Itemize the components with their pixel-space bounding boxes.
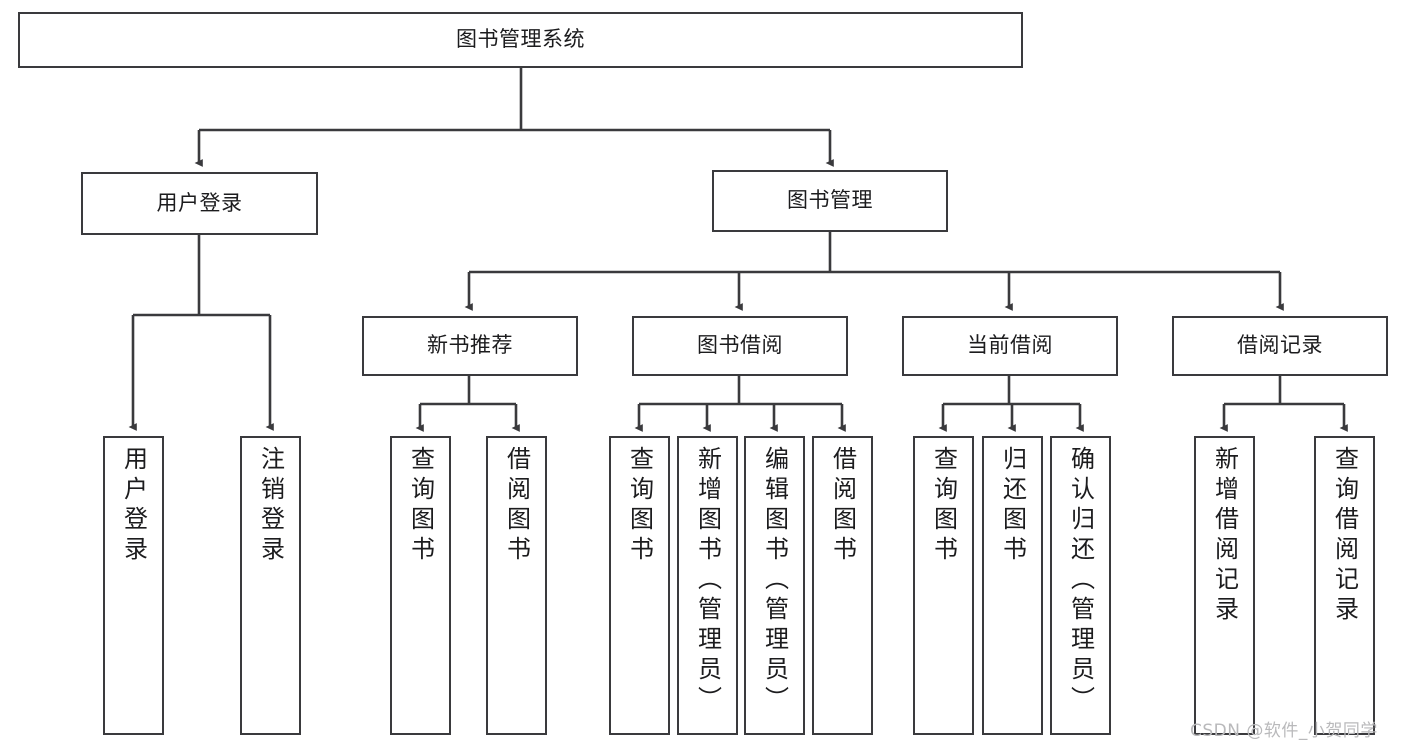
node-leaf-return-book-label: 归还图书 xyxy=(998,446,1027,566)
node-leaf-edit-book-label: 编辑图书（管理员） xyxy=(760,446,789,716)
node-leaf-query-book-2-label: 查询图书 xyxy=(625,446,654,566)
node-leaf-query-book-3[interactable]: 查询图书 xyxy=(913,436,974,735)
node-user-login-label: 用户登录 xyxy=(156,190,243,215)
node-leaf-add-book-label: 新增图书（管理员） xyxy=(693,446,722,716)
node-leaf-confirm-return[interactable]: 确认归还（管理员） xyxy=(1050,436,1111,735)
node-leaf-add-record-label: 新增借阅记录 xyxy=(1210,446,1239,626)
node-leaf-user-login[interactable]: 用户登录 xyxy=(103,436,164,735)
node-leaf-query-book-1-label: 查询图书 xyxy=(406,446,435,566)
node-leaf-borrow-book-1-label: 借阅图书 xyxy=(502,446,531,566)
node-leaf-query-record-label: 查询借阅记录 xyxy=(1330,446,1359,626)
node-leaf-confirm-return-label: 确认归还（管理员） xyxy=(1066,446,1095,716)
node-borrow-record[interactable]: 借阅记录 xyxy=(1172,316,1388,376)
node-current-borrow-label: 当前借阅 xyxy=(967,333,1053,358)
node-leaf-user-login-label: 用户登录 xyxy=(119,446,148,566)
node-leaf-add-book[interactable]: 新增图书（管理员） xyxy=(677,436,738,735)
watermark-text: CSDN @软件_小贺同学 xyxy=(1190,721,1378,741)
node-current-borrow[interactable]: 当前借阅 xyxy=(902,316,1118,376)
node-leaf-logout-login[interactable]: 注销登录 xyxy=(240,436,301,735)
node-root[interactable]: 图书管理系统 xyxy=(18,12,1023,68)
node-new-book-recommend-label: 新书推荐 xyxy=(427,333,513,358)
node-new-book-recommend[interactable]: 新书推荐 xyxy=(362,316,578,376)
node-leaf-add-record[interactable]: 新增借阅记录 xyxy=(1194,436,1255,735)
node-book-manage-label: 图书管理 xyxy=(787,188,873,213)
node-leaf-query-record[interactable]: 查询借阅记录 xyxy=(1314,436,1375,735)
node-leaf-borrow-book-2[interactable]: 借阅图书 xyxy=(812,436,873,735)
node-leaf-query-book-1[interactable]: 查询图书 xyxy=(390,436,451,735)
node-leaf-logout-login-label: 注销登录 xyxy=(256,446,285,566)
node-leaf-query-book-3-label: 查询图书 xyxy=(929,446,958,566)
node-leaf-edit-book[interactable]: 编辑图书（管理员） xyxy=(744,436,805,735)
node-leaf-borrow-book-2-label: 借阅图书 xyxy=(828,446,857,566)
node-borrow-record-label: 借阅记录 xyxy=(1237,333,1323,358)
node-book-manage[interactable]: 图书管理 xyxy=(712,170,948,232)
node-user-login[interactable]: 用户登录 xyxy=(81,172,318,235)
node-book-borrow[interactable]: 图书借阅 xyxy=(632,316,848,376)
node-leaf-return-book[interactable]: 归还图书 xyxy=(982,436,1043,735)
node-book-borrow-label: 图书借阅 xyxy=(697,333,783,358)
node-leaf-query-book-2[interactable]: 查询图书 xyxy=(609,436,670,735)
node-leaf-borrow-book-1[interactable]: 借阅图书 xyxy=(486,436,547,735)
node-root-label: 图书管理系统 xyxy=(456,27,585,52)
